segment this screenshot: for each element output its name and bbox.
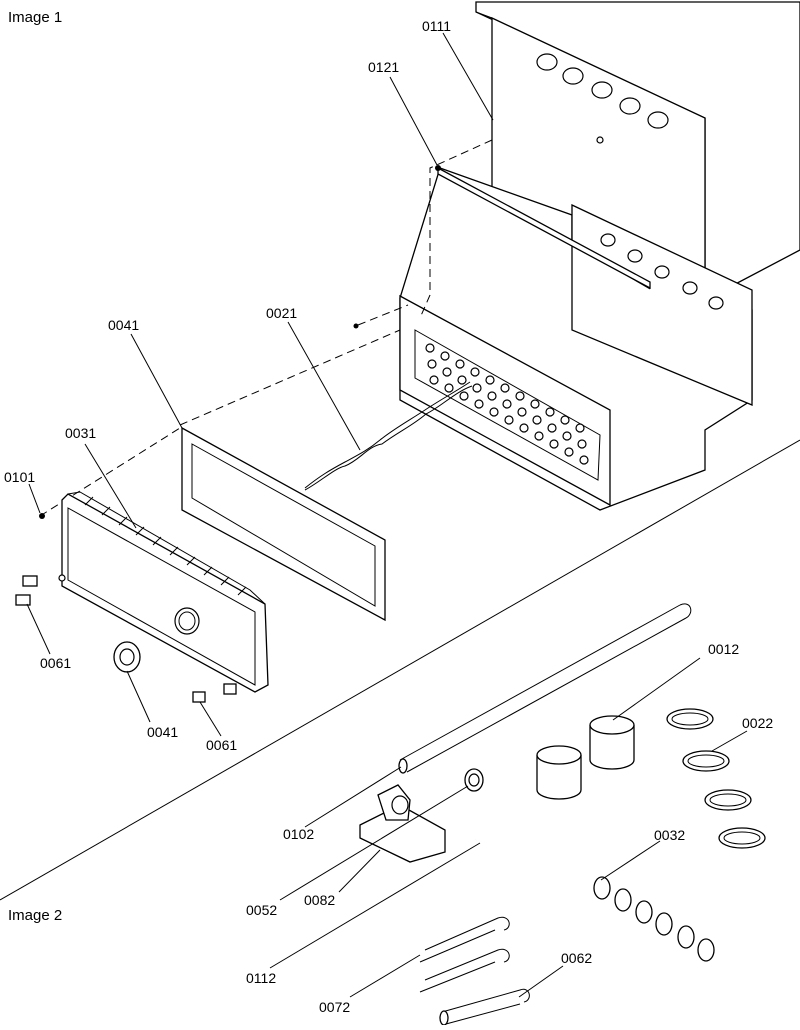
callout-0031: 0031 bbox=[65, 425, 96, 441]
callout-0061-left: 0061 bbox=[40, 655, 71, 671]
sight-ring-0041 bbox=[113, 641, 141, 673]
image2-title: Image 2 bbox=[8, 907, 62, 924]
fittings-0061-left bbox=[15, 574, 66, 606]
gasket-frame-0041 bbox=[181, 426, 386, 622]
elbows-0072 bbox=[419, 916, 510, 993]
block-0082 bbox=[359, 784, 446, 863]
spring-clamps-0032 bbox=[593, 876, 715, 962]
elbow-0112 bbox=[475, 826, 509, 842]
callout-0112: 0112 bbox=[246, 970, 276, 986]
assembly-line-3 bbox=[179, 329, 401, 426]
grommet-0052 bbox=[464, 768, 484, 792]
callout-0121: 0121 bbox=[368, 59, 399, 75]
assembly-line-1 bbox=[419, 139, 493, 319]
screw-0101 bbox=[39, 513, 45, 519]
callout-0062: 0062 bbox=[561, 950, 592, 966]
gasket-strip-0121 bbox=[435, 165, 651, 290]
callout-0022: 0022 bbox=[742, 715, 773, 731]
leader-lines bbox=[26, 32, 748, 998]
callout-0102: 0102 bbox=[283, 826, 314, 842]
heat-exchanger-box bbox=[399, 167, 753, 511]
callout-0072: 0072 bbox=[319, 999, 350, 1015]
front-cover-0031 bbox=[61, 491, 269, 693]
callout-0012: 0012 bbox=[708, 641, 739, 657]
callout-0101: 0101 bbox=[4, 469, 35, 485]
turbulator-0021 bbox=[304, 381, 473, 491]
callout-0052: 0052 bbox=[246, 902, 277, 918]
tube-0102 bbox=[398, 603, 692, 774]
callout-0041-ring: 0041 bbox=[147, 724, 178, 740]
section-divider bbox=[0, 439, 800, 901]
assembly-line-4 bbox=[39, 427, 181, 517]
assembly-line-2 bbox=[357, 304, 409, 326]
hose-clamps-0022 bbox=[666, 708, 766, 849]
fittings-0061-right bbox=[192, 683, 237, 703]
couplings-0012 bbox=[536, 715, 635, 800]
callout-0111: 0111 bbox=[422, 18, 451, 34]
callout-0021: 0021 bbox=[266, 305, 297, 321]
callout-0082: 0082 bbox=[304, 892, 335, 908]
callout-0041-gasket: 0041 bbox=[108, 317, 139, 333]
image1-title: Image 1 bbox=[8, 9, 62, 26]
callout-0032: 0032 bbox=[654, 827, 685, 843]
elbow-0062 bbox=[439, 988, 530, 1026]
tube-holes bbox=[425, 343, 589, 465]
callout-0061-right: 0061 bbox=[206, 737, 237, 753]
